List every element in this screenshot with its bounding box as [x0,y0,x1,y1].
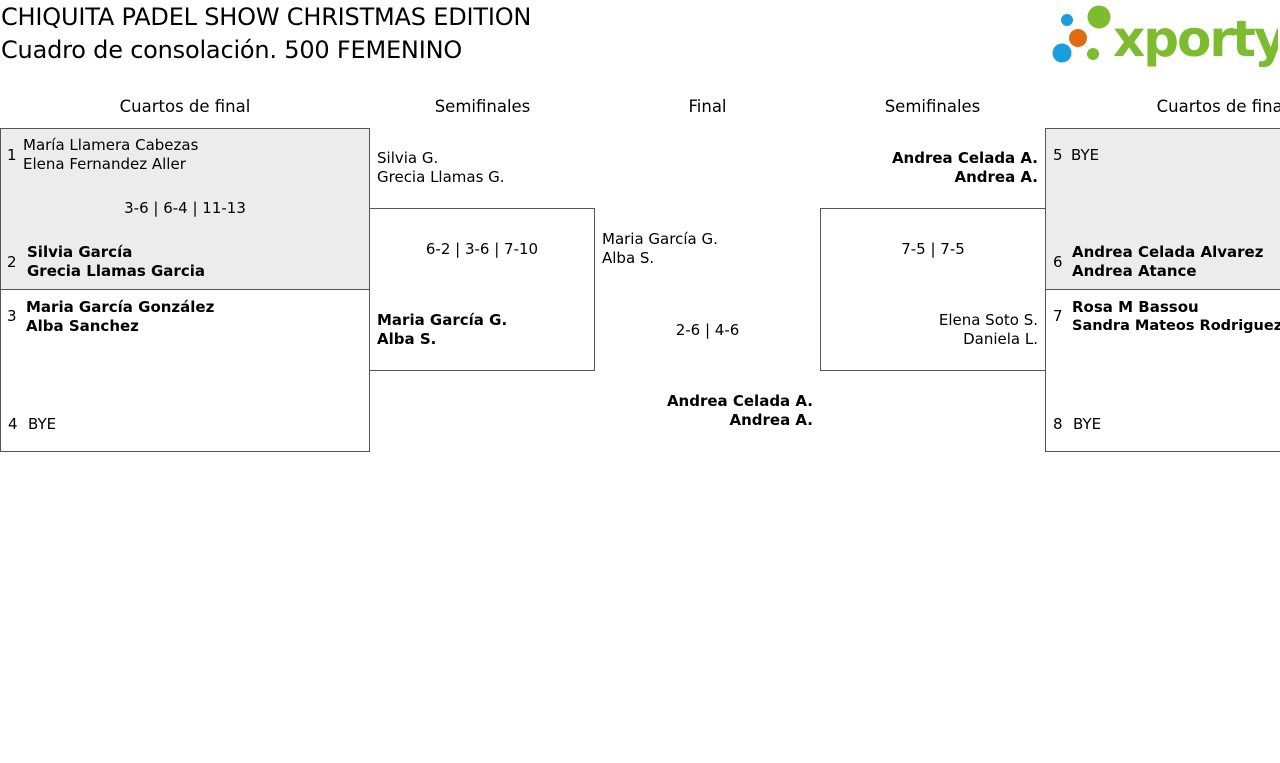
player-name-winner: Andrea A. [954,168,1038,186]
seed-number: 6 [1053,253,1063,271]
match-score: 3-6 | 6-4 | 11-13 [124,199,246,217]
player-name: María Llamera Cabezas [23,136,199,154]
player-name-winner: Sandra Mateos Rodriguez [1072,318,1280,334]
qf-right-match-1[interactable] [1045,128,1280,290]
seed-number: 2 [7,253,17,271]
round-header-sf-right: Semifinales [884,97,981,116]
player-name-bye: BYE [1073,415,1102,433]
seed-number: 8 [1053,415,1063,433]
player-name-winner: Maria García González [26,298,215,316]
final-score: 2-6 | 4-6 [675,321,740,339]
player-name-bye: BYE [28,415,57,433]
logo-wordmark: xporty [1113,10,1278,68]
logo-dot-blue-bottom [1052,43,1072,63]
player-name-winner: Andrea Celada Alvarez [1072,243,1264,261]
player-name-champion: Andrea A. [729,411,813,429]
xporty-logo[interactable]: xporty [1050,4,1278,68]
seed-number: 5 [1053,146,1063,164]
logo-dot-orange [1069,29,1087,47]
player-name: Elena Fernandez Aller [23,155,186,173]
player-name: Daniela L. [963,330,1038,348]
player-name: Alba S. [602,249,655,267]
player-name-winner: Maria García G. [377,311,508,329]
seed-number: 4 [8,415,18,433]
player-name-winner: Grecia Llamas Garcia [27,262,205,280]
logo-dot-green-large [1087,5,1111,29]
player-name-winner: Andrea Celada A. [891,149,1038,167]
sf-left-match[interactable] [369,208,595,371]
round-header-qf-left: Cuartos de final [119,97,251,116]
player-name-winner: Alba Sanchez [26,317,139,335]
match-score: 6-2 | 3-6 | 7-10 [425,240,539,258]
qf-right-match-2[interactable] [1045,289,1280,452]
player-name-winner: Alba S. [377,330,437,348]
player-name: Grecia Llamas G. [377,168,505,186]
player-name-winner: Andrea Atance [1072,262,1197,280]
logo-dot-green-small [1087,48,1099,60]
qf-left-match-1[interactable] [0,128,370,290]
seed-number: 1 [7,146,17,164]
player-name: Elena Soto S. [938,311,1038,329]
player-name-winner: Rosa M Bassou [1072,298,1199,316]
seed-number: 7 [1053,307,1063,325]
seed-number: 3 [7,307,17,325]
player-name-champion: Andrea Celada A. [666,392,813,410]
match-score: 7-5 | 7-5 [901,240,965,258]
draw-subtitle: Cuadro de consolación. 500 FEMENINO [1,36,463,64]
player-name-bye: BYE [1071,146,1100,164]
player-name-winner: Silvia García [27,243,133,261]
tournament-title: CHIQUITA PADEL SHOW CHRISTMAS EDITION [1,3,532,31]
round-header-qf-right: Cuartos de final [1156,97,1280,116]
player-name: Maria García G. [602,230,718,248]
player-name: Silvia G. [377,149,439,167]
round-header-sf-left: Semifinales [434,97,531,116]
round-header-final: Final [688,97,727,116]
logo-dot-blue-top [1061,14,1073,26]
